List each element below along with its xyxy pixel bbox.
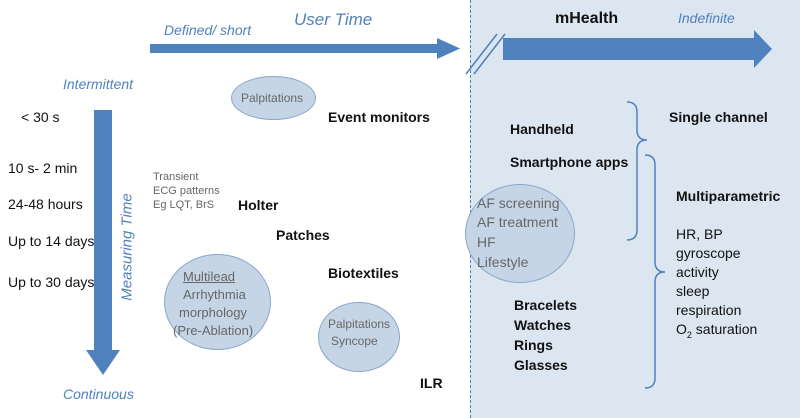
continuous-label: Continuous	[63, 386, 134, 402]
hf-label: HF	[477, 234, 496, 250]
handheld-label: Handheld	[510, 121, 574, 137]
ilr-label: ILR	[420, 375, 443, 391]
wearable-item: Watches	[514, 317, 572, 333]
brace-single-channel	[626, 101, 648, 241]
morphology-label: morphology	[179, 305, 247, 320]
defined-short-label: Defined/ short	[164, 22, 252, 38]
holter-label: Holter	[238, 197, 279, 213]
multilead-ellipse	[164, 254, 271, 350]
palpitations-label: Palpitations	[241, 91, 304, 105]
break-mark-1	[465, 33, 498, 75]
pre-ablation-label: (Pre-Ablation)	[173, 323, 254, 338]
o2-rest: saturation	[691, 321, 758, 337]
patches-label: Patches	[276, 227, 330, 243]
palpitations-ellipse	[231, 76, 316, 120]
mhealth-label: mHealth	[555, 10, 619, 27]
o2-main: O	[676, 321, 687, 337]
lifestyle-label: Lifestyle	[477, 254, 529, 270]
break-mark-2	[473, 33, 506, 75]
measuring-time-arrow	[86, 110, 120, 375]
parameter-item: HR, BP	[676, 226, 723, 242]
af-ellipse	[465, 184, 575, 283]
af-treatment-label: AF treatment	[477, 214, 558, 230]
duration-item: Up to 14 days	[8, 233, 95, 249]
event-monitors-label: Event monitors	[328, 109, 430, 125]
biotextiles-label: Biotextiles	[328, 265, 399, 281]
parameter-item: respiration	[676, 302, 742, 318]
transient-label: Transient	[153, 171, 199, 183]
wearable-item: Rings	[514, 337, 553, 353]
duration-item: 10 s- 2 min	[8, 160, 78, 176]
intermittent-label: Intermittent	[63, 76, 134, 92]
duration-item: 24-48 hours	[8, 196, 83, 212]
eg-lqt-label: Eg LQT, BrS	[153, 199, 215, 211]
multilead-label: Multilead	[183, 269, 236, 284]
user-time-label: User Time	[294, 10, 373, 29]
arrhythmia-label: Arrhythmia	[183, 287, 246, 302]
user-time-arrow	[150, 38, 460, 59]
single-channel-label: Single channel	[669, 109, 768, 125]
measuring-time-label: Measuring Time	[118, 193, 136, 301]
duration-item: Up to 30 days	[8, 274, 95, 290]
o2-sub: 2	[686, 329, 692, 340]
parameter-item: activity	[676, 264, 719, 280]
o2-saturation-label: O2 saturation	[676, 321, 757, 340]
palpitations-label: Palpitations	[328, 317, 391, 331]
duration-item: < 30 s	[21, 109, 60, 125]
ecg-patterns-label: ECG patterns	[153, 185, 220, 197]
palpitations-syncope-ellipse	[318, 302, 400, 372]
parameter-item: gyroscope	[676, 245, 741, 261]
syncope-label: Syncope	[331, 334, 378, 348]
brace-multiparametric	[644, 154, 666, 389]
multiparametric-label: Multiparametric	[676, 188, 781, 204]
wearable-item: Glasses	[514, 357, 568, 373]
mhealth-arrow	[503, 30, 772, 68]
indefinite-label: Indefinite	[678, 10, 735, 26]
smartphone-apps-label: Smartphone apps	[510, 154, 629, 170]
af-screening-label: AF screening	[477, 195, 560, 211]
parameter-item: sleep	[676, 283, 710, 299]
wearable-item: Bracelets	[514, 297, 578, 313]
